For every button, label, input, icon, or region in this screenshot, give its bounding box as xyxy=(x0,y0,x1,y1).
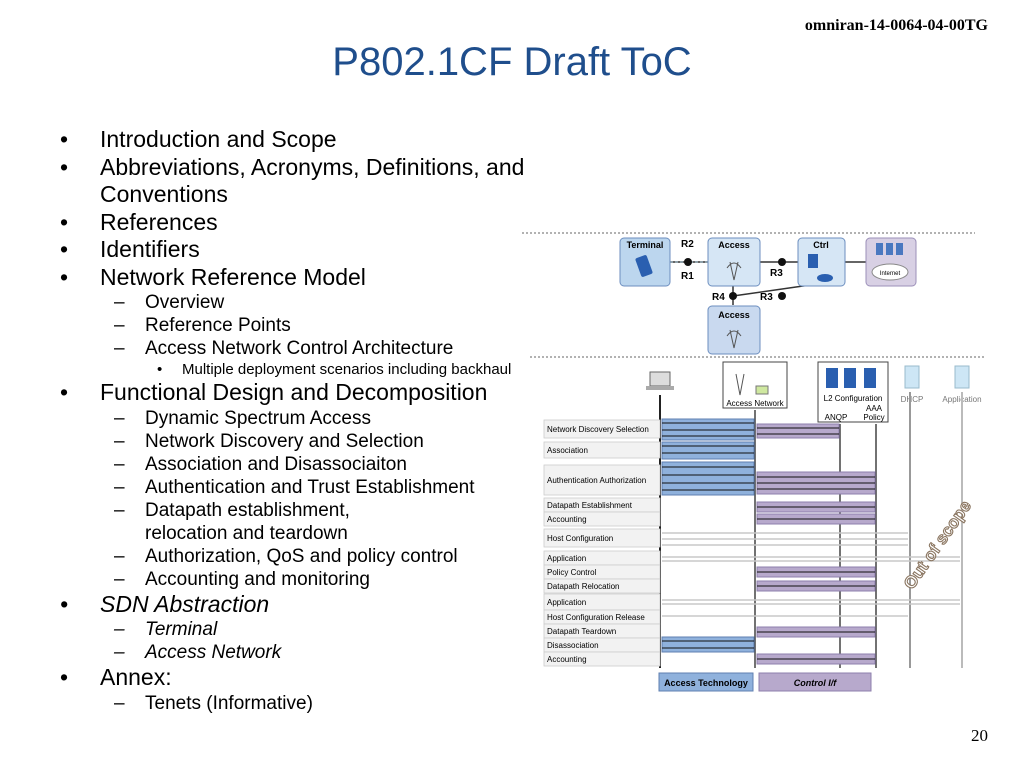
toc-subitem: Terminal xyxy=(60,618,620,641)
access-label-2: Access xyxy=(718,310,750,320)
antenna-icon xyxy=(726,261,742,281)
legend-access-technology-label: Access Technology xyxy=(664,678,748,688)
step-label: Association xyxy=(547,446,588,455)
column-headers: Access Network L2 Configuration AAA ANQP… xyxy=(646,361,982,423)
toc-subitem: Access Network Control Architecture xyxy=(60,337,620,360)
step-label: Host Configuration Release xyxy=(547,613,645,622)
toc-item: Abbreviations, Acronyms, Definitions, an… xyxy=(60,154,620,209)
refpoint-r3: R3 xyxy=(770,268,783,279)
toc-subitem: Access Network xyxy=(60,641,620,664)
toc-subitem: Dynamic Spectrum Access xyxy=(60,407,620,430)
refpoint-dot xyxy=(729,292,737,300)
refpoint-r1: R1 xyxy=(681,271,694,282)
toc-subitem: Association and Disassociaiton xyxy=(60,453,620,476)
access-label: Access xyxy=(718,240,750,250)
legend-access-technology xyxy=(658,672,754,692)
toc-item: Identifiers xyxy=(60,236,620,264)
step-label: Accounting xyxy=(547,655,587,664)
toc-item: Functional Design and Decomposition xyxy=(60,379,620,407)
refpoint-dot xyxy=(778,292,786,300)
l2-config-label: L2 Configuration xyxy=(824,394,883,403)
aaa-label: AAA xyxy=(866,404,883,413)
step-label: Application xyxy=(547,554,586,563)
page-number: 20 xyxy=(971,726,988,745)
step-label: Network Discovery Selection xyxy=(547,425,649,434)
router-icon xyxy=(817,274,833,282)
access-node-2 xyxy=(707,305,761,355)
step-label: Datapath Relocation xyxy=(547,582,620,591)
refpoint-dot xyxy=(778,258,786,266)
access-network-label: Access Network xyxy=(726,399,784,408)
toc-subitem: Authorization, QoS and policy control xyxy=(60,545,620,568)
ctrl-label: Ctrl xyxy=(813,240,829,250)
toc-subitem: Reference Points xyxy=(60,314,620,337)
anqp-label: ANQP xyxy=(825,413,848,422)
toc-subsubitem: Multiple deployment scenarios including … xyxy=(60,360,620,379)
refpoint-dot xyxy=(684,258,692,266)
terminal-label: Terminal xyxy=(627,240,664,250)
toc-subitem: Overview xyxy=(60,291,620,314)
step-label: Host Configuration xyxy=(547,534,613,543)
toc-item: Introduction and Scope xyxy=(60,126,620,154)
toc-subitem: Datapath establishment, xyxy=(60,499,620,522)
phone-icon xyxy=(635,255,653,277)
legend-control-interface-label: Control I/f xyxy=(794,678,837,688)
table-of-contents: Introduction and Scope Abbreviations, Ac… xyxy=(60,126,620,715)
internet-label: Internet xyxy=(880,271,901,277)
toc-subitem-continuation: relocation and teardown xyxy=(145,522,348,544)
cloud-icon xyxy=(871,263,909,281)
toc-item: Network Reference Model xyxy=(60,264,620,292)
toc-subitem: Accounting and monitoring xyxy=(60,568,620,591)
toc-subitem: Network Discovery and Selection xyxy=(60,430,620,453)
step-label: Application xyxy=(547,598,586,607)
toc-item: Annex: xyxy=(60,664,620,692)
access-node xyxy=(707,237,761,287)
step-label: Datapath Teardown xyxy=(547,627,616,636)
nrm-figure: Terminal Access Ctrl Internet Access R2 … xyxy=(619,237,917,355)
network-reference-diagram: Terminal Access Ctrl Internet Access R2 … xyxy=(522,232,985,692)
access-network-header xyxy=(722,361,788,409)
step-label: Policy Control xyxy=(547,568,597,577)
legend-control-interface xyxy=(758,672,872,692)
refpoint-r2: R2 xyxy=(681,239,694,250)
slide-title: P802.1CF Draft ToC xyxy=(332,40,692,84)
out-of-scope-messages xyxy=(662,532,960,617)
policy-label: Policy xyxy=(863,413,884,422)
out-of-scope-label: Out of scope xyxy=(900,497,975,593)
toc-subitem: Authentication and Trust Establishment xyxy=(60,476,620,499)
laptop-icon xyxy=(649,371,671,387)
server-icon xyxy=(808,254,818,268)
step-label: Authentication Authorization xyxy=(547,476,646,485)
step-label: Disassociation xyxy=(547,641,599,650)
refpoint-r4: R4 xyxy=(712,292,725,303)
ctrl-node xyxy=(797,237,846,287)
access-technology-messages xyxy=(661,418,755,653)
document-id: omniran-14-0064-04-00TG xyxy=(804,17,988,34)
step-label: Datapath Establishment xyxy=(547,501,633,510)
step-labels: Network Discovery Selection Association … xyxy=(543,419,661,667)
refpoint-r3: R3 xyxy=(760,292,773,303)
step-label: Accounting xyxy=(547,515,587,524)
toc-subitem: Tenets (Informative) xyxy=(60,692,620,715)
control-interface-messages xyxy=(756,423,876,665)
dhcp-label: DHCP xyxy=(901,395,924,404)
toc-item: References xyxy=(60,209,620,237)
toc-item: SDN Abstraction xyxy=(60,591,620,619)
